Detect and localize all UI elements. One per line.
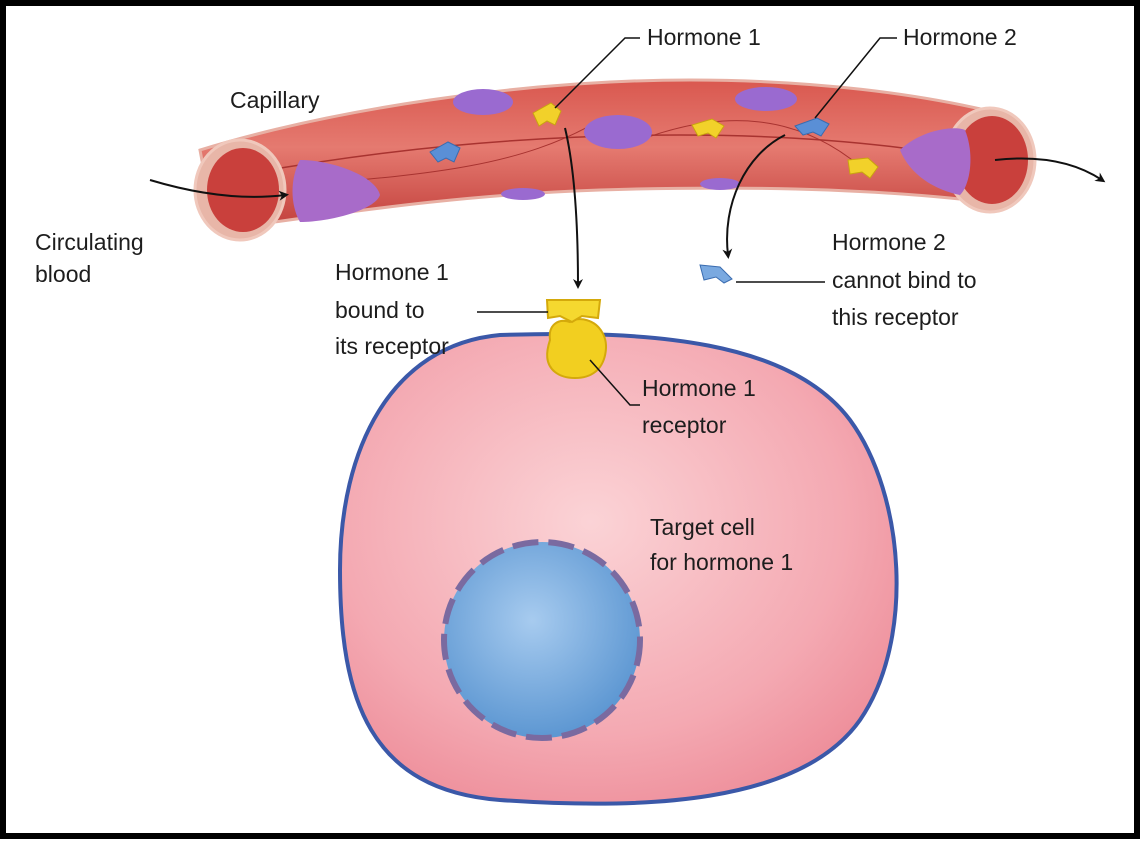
hormone1-bound-molecule [547, 300, 600, 322]
target-cell [340, 334, 897, 804]
label-hormone1-bound-line2: bound to [335, 297, 425, 323]
label-hormone2-top: Hormone 2 [903, 24, 1017, 50]
label-hormone2-cannot-bind-line3: this receptor [832, 304, 959, 330]
label-hormone1-bound-line1: Hormone 1 [335, 259, 449, 285]
label-circulating-blood-line2: blood [35, 261, 91, 287]
label-capillary: Capillary [230, 87, 320, 113]
red-blood-cell [700, 178, 740, 190]
hormone1-receptor [547, 300, 606, 378]
label-target-cell-line2: for hormone 1 [650, 549, 793, 575]
label-hormone1-receptor-line2: receptor [642, 412, 727, 438]
label-target-cell-line1: Target cell [650, 514, 755, 540]
capillary-vessel [195, 80, 1035, 240]
label-hormone1-receptor-line1: Hormone 1 [642, 375, 756, 401]
red-blood-cell [453, 89, 513, 115]
red-blood-cell [584, 115, 652, 149]
label-hormone2-cannot-bind-line1: Hormone 2 [832, 229, 946, 255]
label-hormone1-top: Hormone 1 [647, 24, 761, 50]
red-blood-cell [501, 188, 545, 200]
hormone2-free-molecule [700, 265, 732, 283]
label-circulating-blood-line1: Circulating [35, 229, 144, 255]
label-hormone2-cannot-bind-line2: cannot bind to [832, 267, 977, 293]
label-hormone1-bound-line3: its receptor [335, 333, 449, 359]
red-blood-cell [735, 87, 797, 111]
